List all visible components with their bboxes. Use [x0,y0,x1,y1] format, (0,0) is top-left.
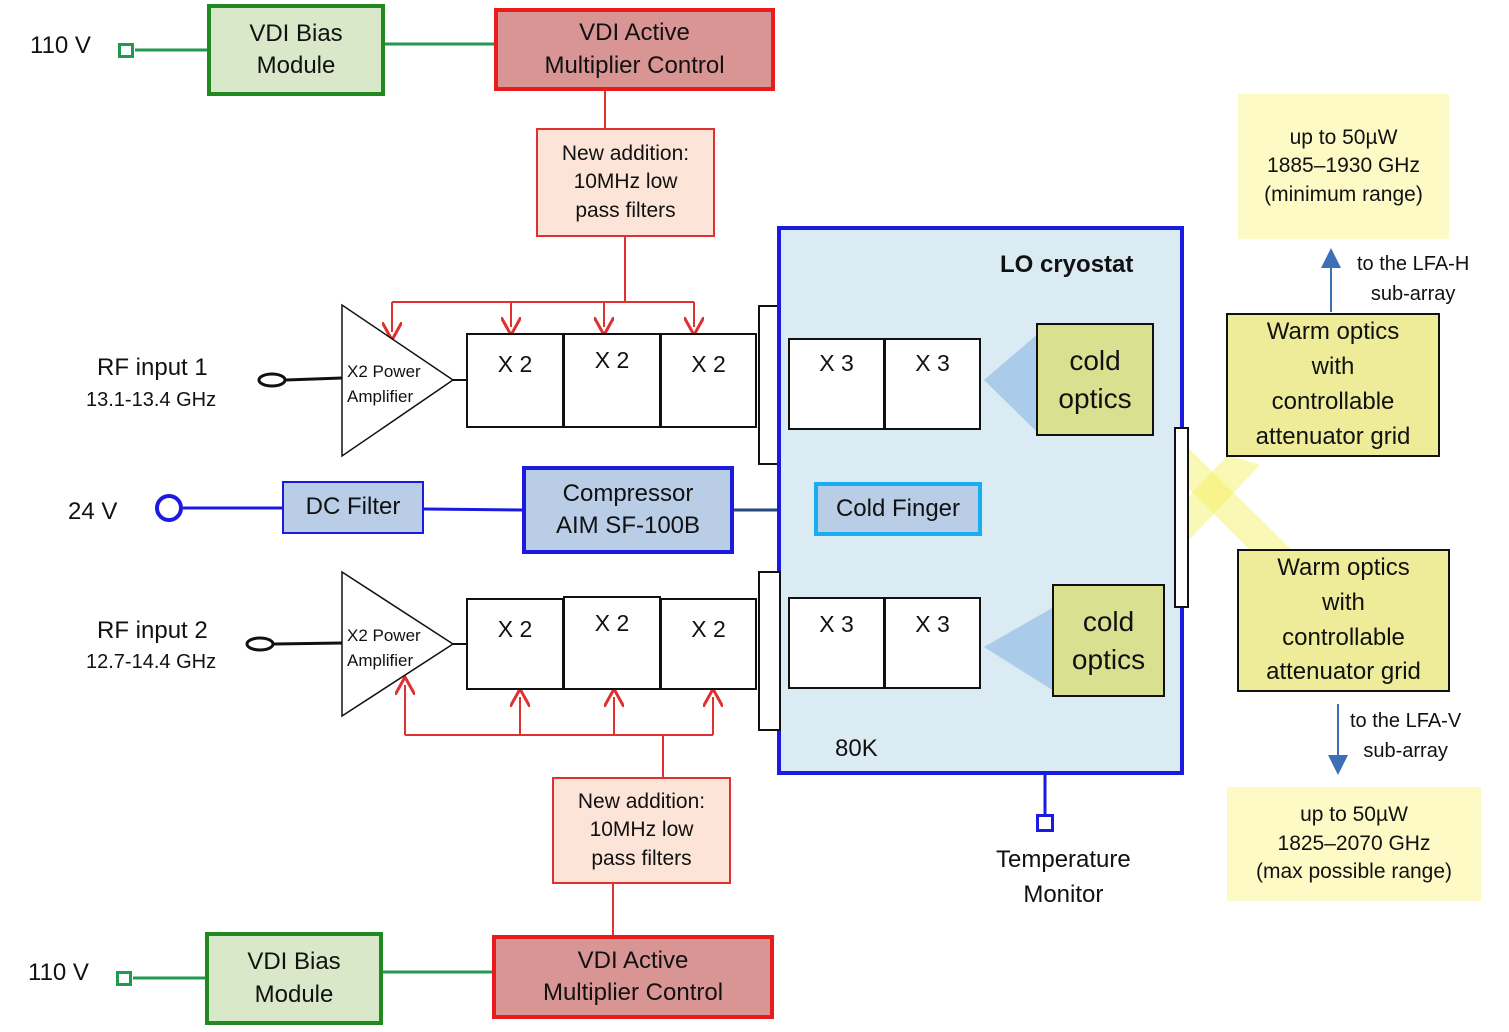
cryostat-temperature: 80K [835,735,878,762]
cryostat-output-window [1174,427,1189,608]
power-110v-bottom-label: 110 V [28,959,89,986]
filter-line-2: 10MHz low [573,170,678,194]
lfa-v-arrow-line-2: sub-array [1363,740,1448,762]
amp2-line-1: X2 Power [347,626,421,645]
filter-line-3: pass filters [575,198,676,222]
cold-optics-2-line-1: cold [1082,605,1135,637]
vdi-bias-module-bottom: VDI Bias Module [205,932,383,1025]
lfa-h-arrow-line-1: to the LFA-H [1357,253,1470,275]
power-110v-top-port[interactable] [118,43,134,58]
cold-finger: Cold Finger [814,482,982,536]
amc-b-line-2: Multiplier Control [542,979,724,1006]
x3-multiplier-2b: X 3 [884,597,981,689]
vdi-amc-bottom: VDI Active Multiplier Control [492,935,774,1019]
compressor-line-2: AIM SF-100B [555,512,701,539]
lfa-v-arrow-line-1: to the LFA-V [1350,710,1462,732]
power-110v-bottom-port[interactable] [116,971,132,986]
bias-b-line-2: Module [254,980,334,1008]
warm-optics-v: Warm optics with controllable attenuator… [1237,549,1450,692]
warm-v-line-4: attenuator grid [1266,658,1421,686]
temperature-monitor-label: Temperature Monitor [996,843,1131,913]
warm-h-line-1: Warm optics [1266,318,1400,346]
rf-input-2-freq: 12.7-14.4 GHz [86,651,217,673]
filter-b-line-1: New addition: [577,789,706,813]
filter-note-top: New addition: 10MHz low pass filters [536,128,715,237]
cold-optics-2-line-2: optics [1071,643,1146,675]
bias-line-1: VDI Bias [249,19,343,47]
compressor: Compressor AIM SF-100B [522,466,734,554]
rf-input-2-label: RF input 2 [97,617,208,644]
rf-input-1-freq: 13.1-13.4 GHz [86,389,217,411]
temperature-monitor-port[interactable] [1036,814,1054,832]
cold-optics-1-line-2: optics [1058,382,1132,414]
lfa-h-arrow-line-2: sub-array [1370,283,1456,305]
lfa-v-note-line-1: up to 50µW [1300,803,1408,827]
amp2-line-2: Amplifier [347,650,414,670]
power-110v-top-label: 110 V [30,32,91,59]
warm-optics-h: Warm optics with controllable attenuator… [1226,313,1440,457]
dc-filter: DC Filter [282,481,424,534]
x2-multiplier-2c: X 2 [660,598,757,690]
warm-v-line-1: Warm optics [1277,553,1410,581]
cold-optics-2: cold optics [1052,584,1165,697]
lfa-v-output-note: up to 50µW 1825–2070 GHz (max possible r… [1227,787,1481,901]
bias-line-2: Module [256,52,336,79]
cryostat-title: LO cryostat [1000,251,1134,278]
x3-multiplier-2a: X 3 [788,597,885,689]
warm-v-line-3: controllable [1282,623,1405,651]
x3-multiplier-1a: X 3 [788,338,885,430]
bias-b-line-1: VDI Bias [247,948,341,976]
beam-cone-1 [984,332,1040,435]
lfa-v-arrow-label: to the LFA-V sub-array [1350,706,1461,766]
warm-h-line-3: controllable [1271,388,1395,415]
amp1-line-2: Amplifier [347,386,414,406]
amplifier-1 [341,303,455,458]
beam-cone-2 [984,607,1054,691]
lfa-h-note-line-1: up to 50µW [1289,125,1398,149]
filter-note-bottom: New addition: 10MHz low pass filters [552,777,731,884]
amplifier-1-label: X2 Power Amplifier [347,360,421,409]
amp1-line-1: X2 Power [347,362,421,381]
warm-h-line-4: attenuator grid [1255,422,1411,450]
amplifier-2 [341,570,455,718]
power-24v-label: 24 V [68,498,118,525]
x2-multiplier-1a: X 2 [466,333,564,428]
x2-multiplier-1c: X 2 [660,333,757,428]
warm-h-line-2: with [1311,353,1355,381]
lfa-h-output-note: up to 50µW 1885–1930 GHz (minimum range) [1238,94,1449,239]
temp-monitor-line-1: Temperature [996,846,1131,873]
x2-multiplier-1b: X 2 [563,333,661,428]
filter-line-1: New addition: [561,141,690,165]
amplifier-2-label: X2 Power Amplifier [347,624,421,673]
amc-b-line-1: VDI Active [577,946,689,974]
lfa-h-note-line-2: 1885–1930 GHz [1267,154,1420,178]
lfa-h-arrow-label: to the LFA-H sub-array [1357,249,1469,309]
amc-line-2: Multiplier Control [544,51,725,79]
filter-b-line-2: 10MHz low [589,818,694,842]
temp-monitor-line-2: Monitor [1023,880,1104,908]
x3-multiplier-1b: X 3 [884,338,981,430]
filter-b-line-3: pass filters [591,846,692,870]
x2-multiplier-2a: X 2 [466,598,564,690]
compressor-line-1: Compressor [562,479,694,507]
amc-line-1: VDI Active [579,19,690,47]
window-flange-2 [758,571,781,731]
lfa-v-note-line-2: 1825–2070 GHz [1277,831,1431,855]
vdi-amc-top: VDI Active Multiplier Control [494,8,775,91]
lfa-v-note-line-3: (max possible range) [1255,860,1453,884]
x2-multiplier-2b: X 2 [563,596,661,690]
cold-optics-1: cold optics [1036,323,1154,436]
lfa-h-note-line-3: (minimum range) [1264,182,1423,206]
warm-v-line-2: with [1322,588,1365,616]
rf-input-1-label: RF input 1 [97,354,208,381]
cold-optics-1-line-1: cold [1069,344,1121,376]
vdi-bias-module-top: VDI Bias Module [207,4,385,96]
